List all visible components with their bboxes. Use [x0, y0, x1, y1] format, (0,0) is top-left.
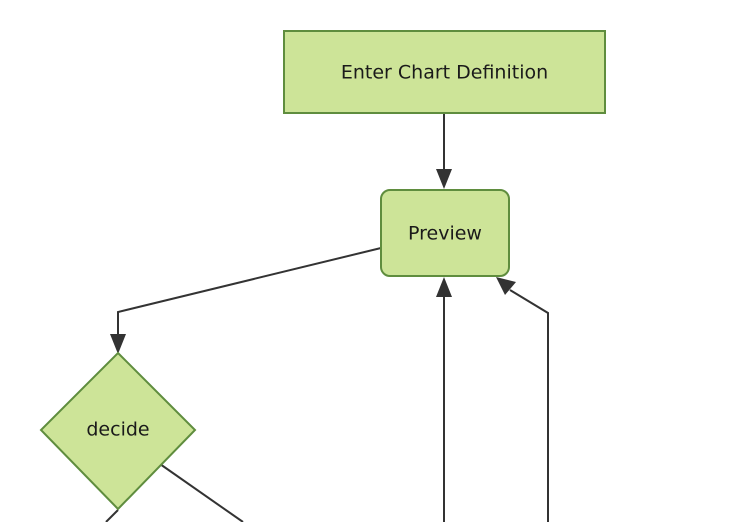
edge-decide-to-offscreen-d: [159, 463, 244, 522]
edge-preview-to-decide: [110, 247, 382, 354]
edge-line: [105, 509, 119, 522]
node-label-preview: Preview: [408, 223, 482, 245]
node-decide[interactable]: decide: [39, 351, 197, 511]
edge-decide-to-offscreen-c: [105, 509, 119, 522]
arrowhead-icon: [436, 169, 452, 189]
node-preview[interactable]: Preview: [380, 189, 510, 277]
edge-enter-chart-definition-to-preview: [436, 113, 452, 189]
arrowhead-icon: [436, 277, 452, 297]
edge-offscreen-a-to-preview: [436, 277, 452, 522]
node-label-decide: decide: [86, 419, 149, 441]
arrowhead-icon: [496, 277, 516, 295]
node-shape-rounded-rectangle[interactable]: [380, 189, 510, 277]
edge-line: [159, 463, 244, 522]
edge-offscreen-b-to-preview: [496, 277, 549, 522]
node-enter-chart-definition[interactable]: Enter Chart Definition: [283, 30, 606, 114]
node-shape-rectangle[interactable]: [283, 30, 606, 114]
node-shape-diamond[interactable]: [39, 351, 197, 511]
edge-line: [509, 289, 549, 522]
arrowhead-icon: [110, 334, 126, 354]
edge-line: [117, 247, 382, 337]
node-label-enter-chart-definition: Enter Chart Definition: [341, 62, 548, 84]
